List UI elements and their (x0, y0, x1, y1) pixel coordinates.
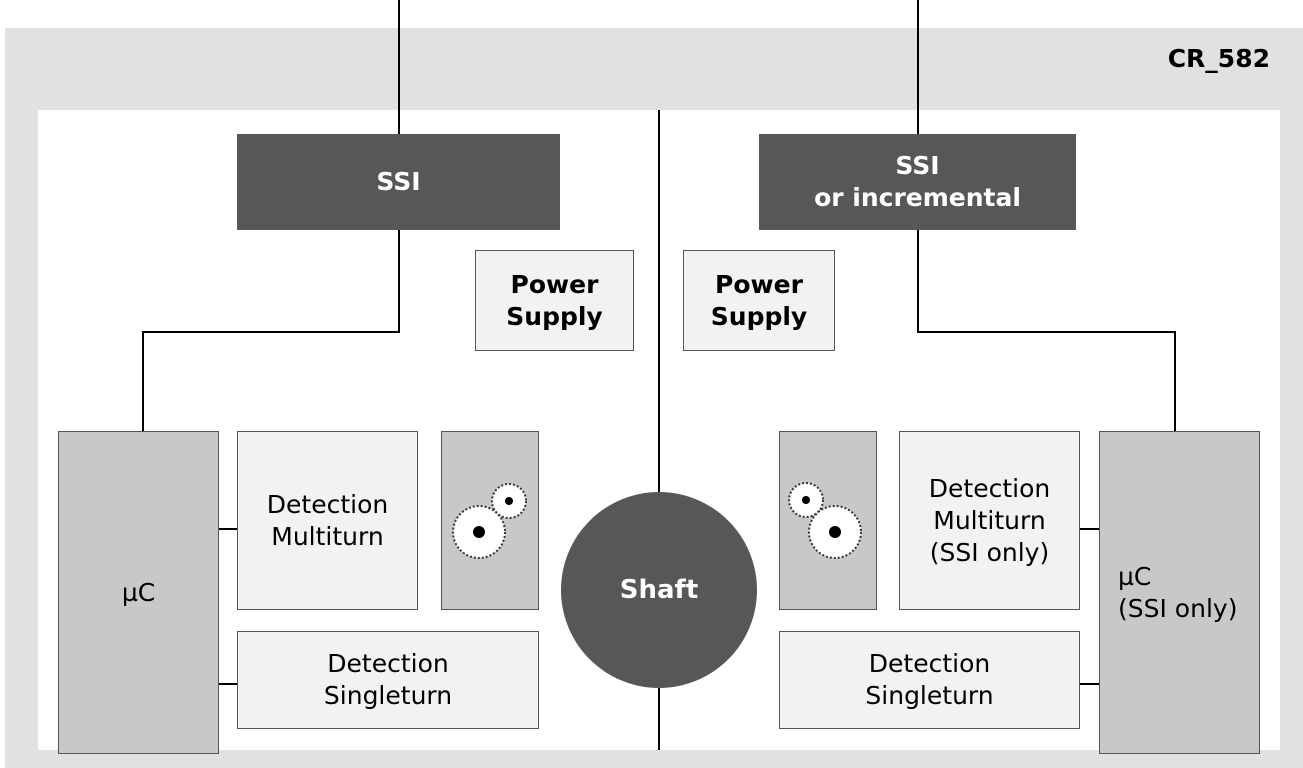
right-singleturn-block: Detection Singleturn (779, 631, 1080, 729)
right-power-supply-block: Power Supply (683, 250, 835, 351)
right-microcontroller-block: µC (SSI only) (1099, 431, 1260, 754)
left-power-supply-block: Power Supply (475, 250, 634, 351)
right-multiturn-block: Detection Multiturn (SSI only) (899, 431, 1080, 610)
left-ssi-uc-line (142, 230, 400, 431)
gear-icon (452, 483, 527, 559)
left-microcontroller-block: µC (58, 431, 219, 754)
left-multiturn-block: Detection Multiturn (237, 431, 418, 610)
right-gear-block (779, 431, 877, 610)
right-ssi-uc-line (917, 230, 1176, 431)
model-title: CR_582 (1167, 44, 1270, 73)
left-singleturn-block: Detection Singleturn (237, 631, 539, 729)
right-interface-block: SSI or incremental (759, 134, 1076, 230)
gear-icon (788, 482, 862, 559)
left-gear-block (441, 431, 539, 610)
shaft: Shaft (561, 492, 757, 688)
left-ssi-block: SSI (237, 134, 560, 230)
